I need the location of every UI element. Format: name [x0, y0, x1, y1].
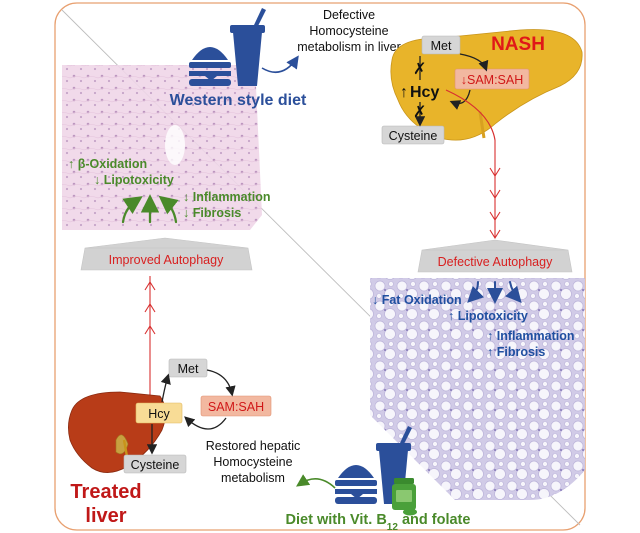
effect-lipotoxicity-up: ↑ Lipotoxicity [448, 309, 528, 323]
effect-lipotoxicity-down: ↓ Lipotoxicity [94, 173, 174, 187]
defective-effects: ↓ Fat Oxidation ↑ Lipotoxicity ↑ Inflamm… [372, 293, 575, 359]
improved-autophagy-banner-shape [80, 237, 253, 271]
effect-inflammation-up: ↑ Inflammation [487, 329, 575, 343]
fatty-tissue-panel [370, 278, 585, 500]
effect-beta-oxidation: ↑ β-Oxidation [68, 157, 147, 171]
nash-cysteine-box [381, 125, 445, 145]
treated-title: Treated liver [70, 481, 141, 527]
nash-title: NASH [491, 34, 545, 55]
diet-to-defect-arrow [261, 55, 299, 74]
restored-line-2: Homocysteine [213, 455, 292, 469]
western-diet-label: Western style diet [170, 92, 307, 109]
defective-effects-arrows [467, 281, 522, 304]
defective-autophagy-banner-shape [417, 239, 573, 273]
effect-fibrosis-down: ↓ Fibrosis [183, 206, 241, 220]
treated-title-line-1: Treated [70, 481, 141, 503]
nash-to-autophagy-arrow [445, 89, 496, 141]
nash-met-box [421, 35, 461, 55]
treated-cycle-arrows [146, 369, 236, 455]
restored-line-1: Restored hepatic [206, 439, 301, 453]
nash-ratio-label: ↓SAM:SAH [461, 73, 524, 87]
treated-met-box [168, 358, 208, 378]
restored-line-3: metabolism [221, 471, 285, 485]
defect-line-2: Homocysteine [309, 24, 388, 38]
nash-cycle-arrows [414, 53, 489, 127]
healthy-tissue-panel [62, 65, 262, 230]
treated-title-line-2: liver [85, 505, 126, 527]
red-arrows-up [144, 276, 156, 395]
red-arrows-down [489, 140, 501, 240]
treated-met-label: Met [178, 362, 199, 376]
effect-fat-oxidation-down: ↓ Fat Oxidation [372, 293, 462, 307]
tissue-vein [165, 125, 185, 165]
blocked-met-mark: ✗ [413, 61, 426, 78]
restored-caption: Restored hepatic Homocysteine metabolism [206, 439, 301, 485]
healthy-diet-label: Diet with Vit. B12 and folate [286, 512, 471, 533]
nash-met-label: Met [431, 39, 452, 53]
effect-fibrosis-up: ↑ Fibrosis [487, 345, 545, 359]
nash-cysteine-label: Cysteine [389, 129, 438, 143]
nash-ratio-box [454, 68, 530, 90]
treated-ratio-box [200, 395, 272, 417]
fast-food-icon [189, 8, 266, 86]
improved-effects: ↑ β-Oxidation ↓ Lipotoxicity ↓ Inflammat… [68, 157, 271, 220]
treated-hcy-label: Hcy [148, 407, 170, 421]
treated-hcy-box [135, 402, 183, 424]
effect-inflammation-down: ↓ Inflammation [183, 190, 271, 204]
supplement-bottle-icon [392, 478, 417, 516]
treated-ratio-label: SAM:SAH [208, 400, 264, 414]
blocked-cysteine-mark: ✗ [413, 104, 426, 121]
defect-line-1: Defective [323, 8, 375, 22]
defective-autophagy-label: Defective Autophagy [438, 255, 553, 269]
treated-cysteine-box [123, 454, 187, 474]
defect-caption: Defective Homocysteine metabolism in liv… [297, 8, 401, 54]
improved-autophagy-label: Improved Autophagy [109, 253, 224, 267]
healthy-diet-arrow [296, 474, 336, 489]
nash-hcy-arrow: ↑ [400, 84, 408, 101]
treated-cysteine-label: Cysteine [131, 458, 180, 472]
improvement-arrows [121, 194, 179, 224]
liver-vessel [478, 111, 486, 139]
defect-line-3: metabolism in liver [297, 40, 401, 54]
nash-hcy-label: Hcy [410, 84, 439, 101]
